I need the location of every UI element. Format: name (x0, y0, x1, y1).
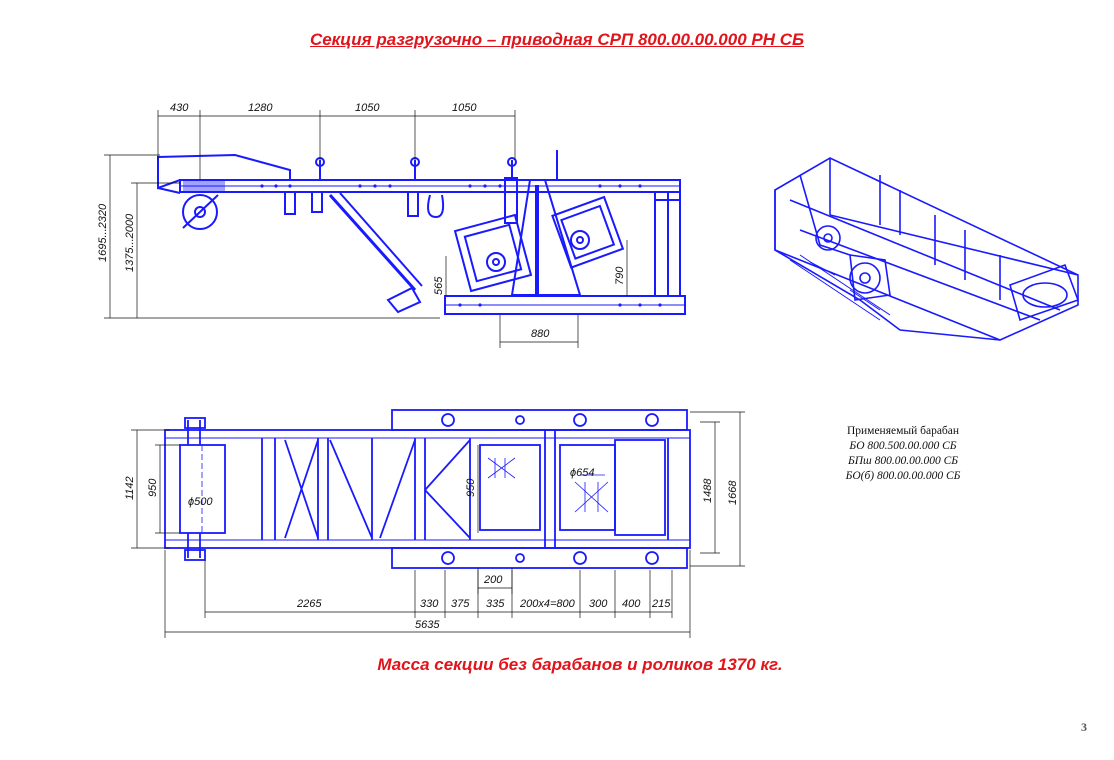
mass-note: Масса секции без барабанов и роликов 137… (377, 655, 783, 674)
isometric-view-drawing (774, 157, 1080, 341)
drum-diameter-500: ϕ500 (188, 496, 213, 508)
dim-300: 300 (589, 598, 608, 610)
dim-200x4: 200x4=800 (519, 598, 576, 610)
dim-height-range-a: 1695...2320 (97, 203, 109, 262)
drive-diameter-654: ϕ654 (570, 467, 594, 479)
applied-drum-item: БО 800.500.00.000 СБ (849, 440, 957, 452)
dim-1142: 1142 (124, 476, 136, 500)
dim-5635: 5635 (415, 619, 440, 631)
dim-1050-a: 1050 (355, 102, 380, 114)
dim-215: 215 (651, 598, 671, 610)
plan-view-drawing (164, 409, 691, 569)
dim-1668: 1668 (727, 480, 739, 505)
applied-drum-item: БО(б) 800.00.00.000 СБ (845, 470, 961, 482)
dim-565: 565 (433, 276, 445, 295)
dim-400: 400 (622, 598, 641, 610)
dim-430: 430 (170, 102, 189, 114)
dim-375: 375 (451, 598, 470, 610)
dim-2265: 2265 (296, 598, 322, 610)
dim-950-inner: 950 (465, 478, 477, 497)
side-view-drawing (157, 150, 686, 315)
dim-335: 335 (486, 598, 505, 610)
page-title: Секция разгрузочно – приводная СРП 800.0… (309, 30, 805, 49)
plan-view-dimensions (131, 411, 745, 638)
plan-view-labels: 1142 950 ϕ500 950 ϕ654 1488 1668 200 226… (124, 467, 739, 631)
applied-drum-item: БПш 800.00.00.000 СБ (847, 455, 959, 467)
dim-880: 880 (531, 328, 550, 340)
dim-950-left: 950 (147, 478, 159, 497)
applied-drum-heading: Применяемый барабан (846, 425, 960, 437)
side-view-labels: 430 1280 1050 1050 1695...2320 1375...20… (97, 102, 626, 340)
dim-1050-b: 1050 (452, 102, 477, 114)
dim-1488: 1488 (702, 478, 714, 503)
dim-height-range-b: 1375...2000 (124, 213, 136, 272)
dim-1280: 1280 (248, 102, 273, 114)
dim-330: 330 (420, 598, 439, 610)
side-view-dimensions (104, 110, 628, 348)
applied-drum-list: Применяемый барабан БО 800.500.00.000 СБ… (818, 424, 988, 484)
dim-200: 200 (483, 574, 503, 586)
dim-790: 790 (614, 266, 626, 285)
page-number: 3 (1081, 720, 1087, 734)
